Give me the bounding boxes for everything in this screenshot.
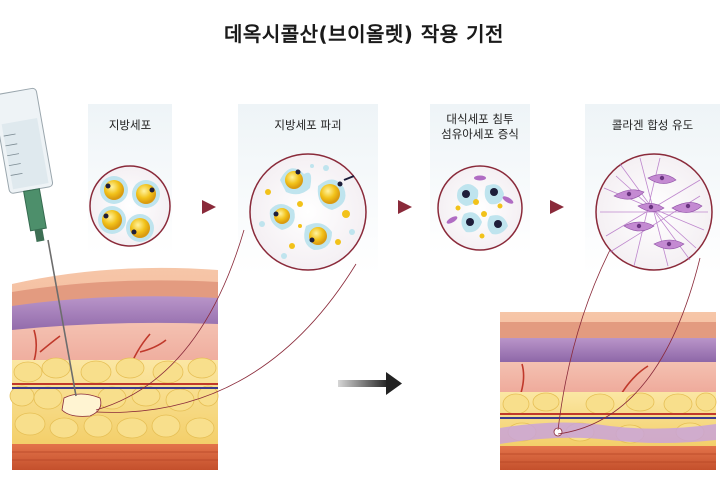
step-label-fat-cells: 지방세포 <box>108 118 152 132</box>
arrow-right-icon <box>338 372 402 395</box>
skin-block-after <box>500 312 717 470</box>
step-label-collagen: 콜라겐 합성 유도 <box>611 118 694 132</box>
page-title: 데옥시콜산(브이올렛) 작용 기전 <box>224 22 504 46</box>
arrow-right-icon <box>398 200 412 214</box>
macrophage-sphere <box>437 165 523 251</box>
collagen-sphere <box>595 153 713 271</box>
arrow-right-icon <box>202 200 216 214</box>
skin-block-before <box>9 267 219 470</box>
step-label-macrophage: 대식세포 침투 <box>446 112 514 126</box>
fat-destruction-sphere <box>249 153 367 271</box>
arrow-right-icon <box>550 200 564 214</box>
zoom-lines <box>95 229 701 435</box>
syringe-icon <box>0 87 77 397</box>
step-label-fibroblast: 섬유아세포 증식 <box>441 127 519 141</box>
step-arrows <box>202 200 564 214</box>
step-label-fat-destruction: 지방세포 파괴 <box>274 118 342 132</box>
fat-cells-sphere <box>89 165 171 247</box>
